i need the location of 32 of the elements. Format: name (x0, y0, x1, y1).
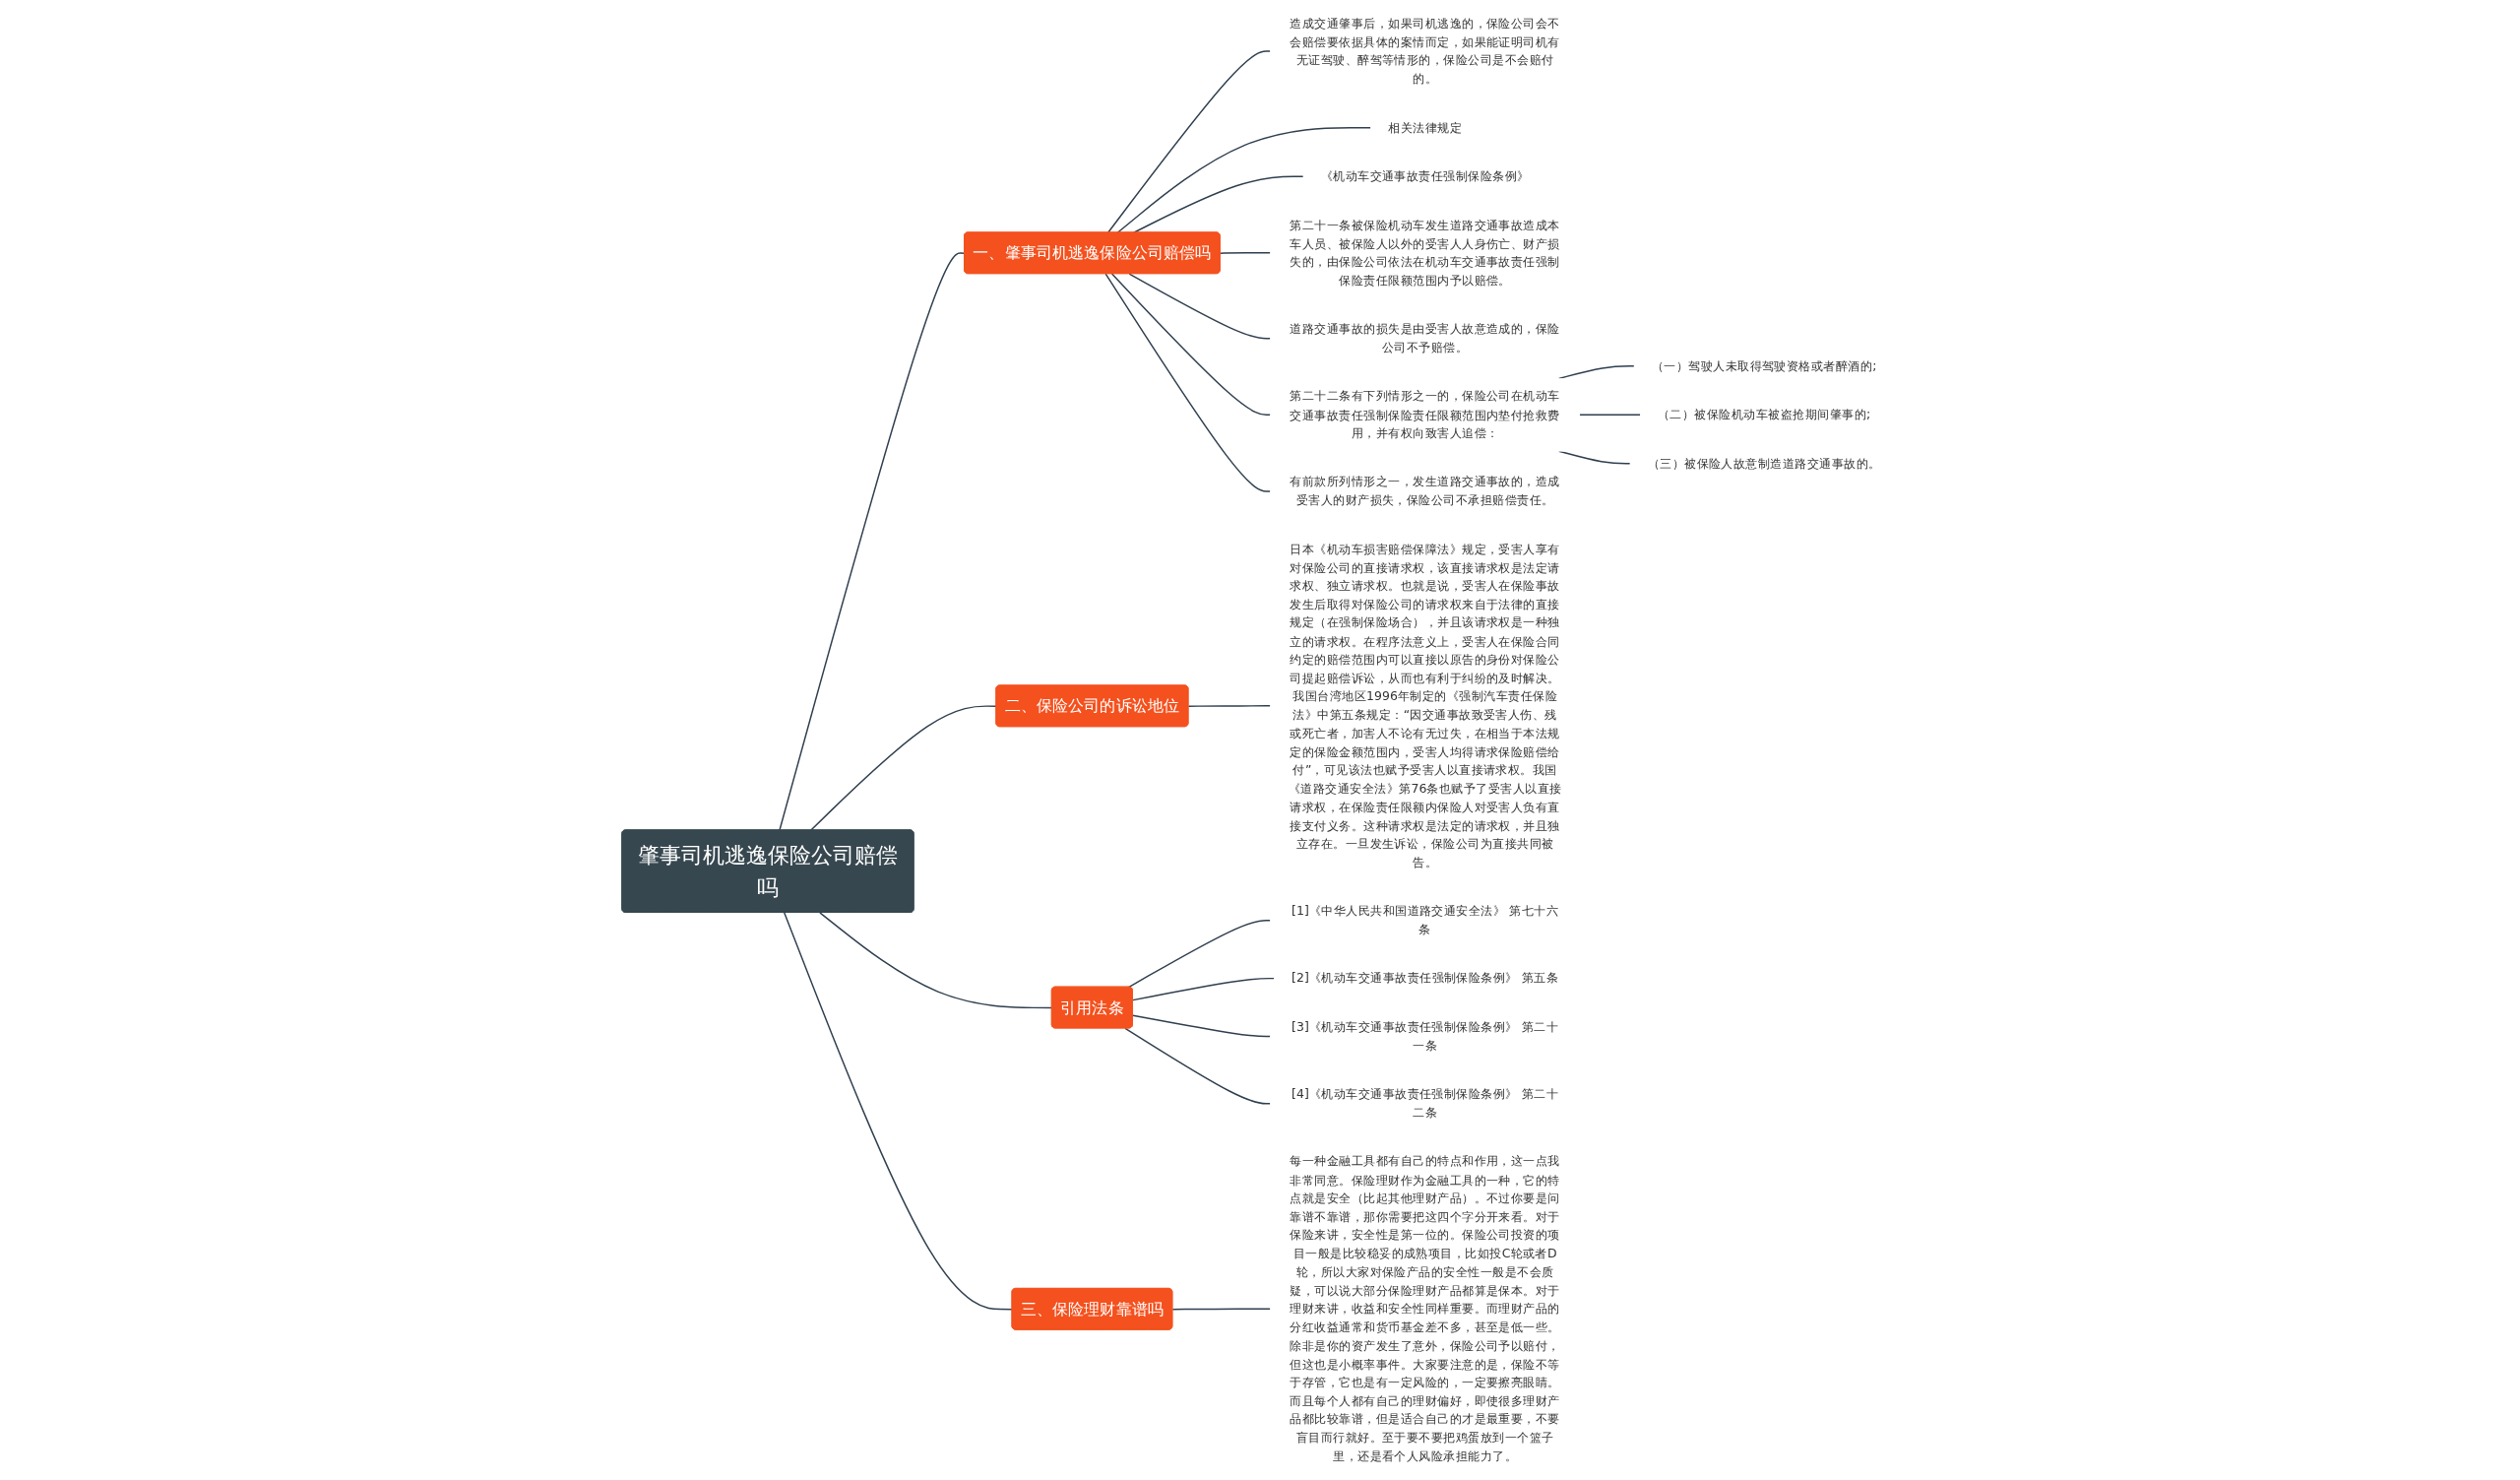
connector (1106, 50, 1272, 233)
connector (1132, 977, 1276, 1001)
node-text: 道路交通事故的损失是由受害人故意造成的，保险公司不予赔偿。 (1290, 321, 1560, 354)
connector (1128, 273, 1272, 340)
node-text: 每一种金融工具都有自己的特点和作用，这一点我非常同意。保险理财作为金融工具的一种，它的特点就是安全（比起其他理财产品）。不过你要是问靠谱不靠谱，那你需要把这四个字分开来看。对于保险来讲，安全性是第一位的。保险公司投资的项目一般是比较稳妥的成熟项目，比如投C轮或者D轮，所以大家对保险产品的安全性一般是不会质疑，可以说大部分保险理财产品都算是保本。对于理财来讲，收益和安全性同样重要。而理财产品的分红收益通常和货币基金差不多，甚至是低一些。除非是你的资产发生了意外，保险公司予以赔付，但这也是小概率事件。大家要注意的是，保险不等于存管，它也是有一定风险的，一定要擦亮眼睛。而且每个人都有自己的理财偏好，即使很多理财产品都比较靠谱，但是适合自己的才是最重要，不要盲目而行就好。至于要不要把鸡蛋放到一个篮子里，还是看个人风险承担能力了。 (1290, 1153, 1560, 1463)
node-text: （三）被保险人故意制造道路交通事故的。 (1647, 455, 1881, 471)
node-text: 《机动车交通事故责任强制保险条例》 (1320, 168, 1530, 183)
node-text: 第二十二条有下列情形之一的，保险公司在机动车交通事故责任强制保险责任限额范围内垫付抢救费用，并有权向致害人追偿： (1290, 388, 1560, 440)
connector (779, 252, 966, 831)
node-text: 有前款所列情形之一，发生道路交通事故的，造成受害人的财产损失，保险公司不承担赔偿责任。 (1290, 474, 1560, 508)
connector (1219, 252, 1272, 254)
node-text: （一）驾驶人未取得驾驶资格或者醉酒的; (1651, 357, 1877, 373)
node-text: [4]《机动车交通事故责任强制保险条例》 第二十二条 (1292, 1086, 1559, 1120)
connector (809, 705, 997, 831)
connector (819, 912, 1053, 1009)
connector (1171, 1308, 1272, 1311)
node-text: [3]《机动车交通事故责任强制保险条例》 第二十一条 (1292, 1019, 1559, 1053)
connector (1187, 705, 1272, 707)
connector (1127, 920, 1272, 989)
connector (1116, 126, 1372, 233)
node-text: 日本《机动车损害赔偿保障法》规定，受害人享有对保险公司的直接请求权，该直接请求权是法定请求权、独立请求权。也就是说，受害人在保险事故发生后取得对保险公司的请求权来自于法律的直接规定（在强制保险场合），并且该请求权是一种独立的请求权。在程序法意义上，受害人在保险合同约定的赔偿范围内可以直接以原告的身份对保险公司提起赔偿诉讼，从而也有利于纠纷的及时解决。我国台湾地区1996年制定的《强制汽车责任保险法》中第五条规定：“因交通事故致受害人伤、残或死亡者，加害人不论有无过失，在相当于本法规定的保险金额范围内，受害人均得请求保险赔偿给付”，可见该法也赋予受害人以直接请求权。我国《道路交通安全法》第76条也赋予了受害人以直接请求权，在保险责任限额内保险人对受害人负有直接支付义务。这种请求权是法定的请求权，并且独立存在。一旦发生诉讼，保险公司为直接共同被告。 (1288, 541, 1562, 869)
node-text: [2]《机动车交通事故责任强制保险条例》 第五条 (1292, 970, 1559, 986)
connector (1110, 273, 1272, 417)
connector (1578, 414, 1642, 417)
connector (1104, 273, 1272, 492)
connector (1132, 1014, 1272, 1038)
node-text: （二）被保险机动车被盗抢期间肇事的; (1658, 407, 1871, 422)
node-text: [1]《中华人民共和国道路交通安全法》 第七十六条 (1292, 903, 1559, 936)
node-text: 第二十一条被保险机动车发生道路交通事故造成本车人员、被保险人以外的受害人人身伤亡、财产损失的，由保险公司依法在机动车交通事故责任强制保险责任限额范围内予以赔偿。 (1290, 217, 1560, 288)
connector (1124, 1027, 1272, 1105)
node-text: 造成交通肇事后，如果司机逃逸的，保险公司会不会赔偿要依据具体的案情而定，如果能证明司机有无证驾驶、醉驾等情形的，保险公司是不会赔付的。 (1290, 16, 1560, 86)
node-text: 相关法律规定 (1388, 119, 1463, 135)
